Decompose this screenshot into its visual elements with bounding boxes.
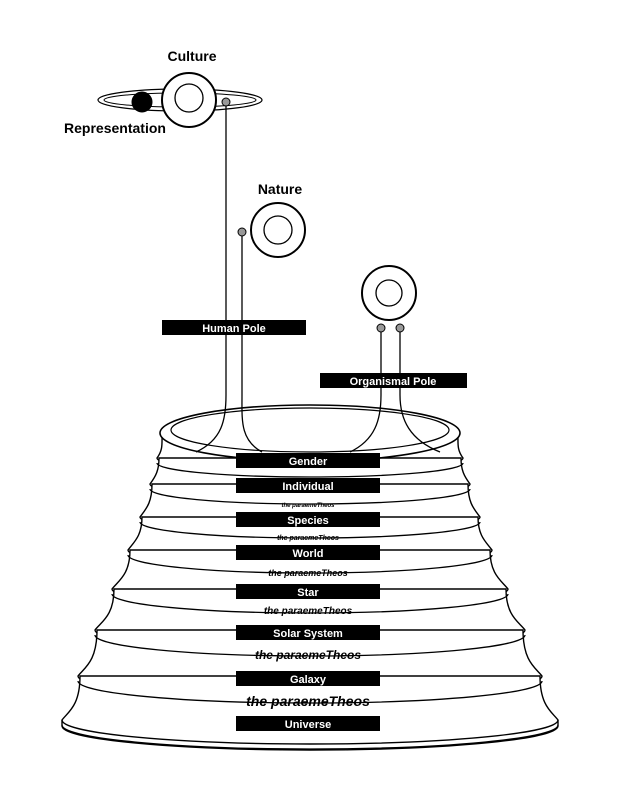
tier-label: Individual (282, 481, 333, 493)
pyramid-rim (111, 593, 509, 614)
tier-label: Gender (289, 456, 328, 468)
tier-label: Solar System (273, 628, 343, 640)
nature-label: Nature (258, 181, 303, 197)
organismal-node-right (395, 323, 405, 333)
pyramid-layers (61, 432, 559, 751)
pyramid-rim (77, 680, 543, 704)
paraemetheos-captions: the paraemeTheos the paraemeTheos the pa… (246, 503, 370, 709)
pyramid-rim (94, 634, 526, 657)
tier-individual: Individual (236, 478, 380, 493)
tier-species: Species (236, 512, 380, 527)
organismal-pole-label: Organismal Pole (350, 376, 437, 388)
nature-sphere (237, 202, 306, 258)
tier-label: Universe (285, 719, 331, 731)
tier-label: Galaxy (290, 674, 327, 686)
organismal-pole-band: Organismal Pole (320, 373, 467, 388)
nature-node (237, 227, 247, 237)
pyramid-rim (149, 488, 471, 505)
human-pole-band: Human Pole (162, 320, 306, 335)
representation-moon (131, 91, 153, 113)
tier-gender: Gender (236, 453, 380, 468)
organismal-sphere (361, 265, 417, 333)
paraemetheos-caption: the paraemeTheos (255, 648, 361, 662)
paraemetheos-caption: the paraemeTheos (268, 568, 348, 578)
culture-sphere (97, 72, 263, 128)
pyramid-layer (61, 675, 559, 745)
organismal-node-left (376, 323, 386, 333)
top-platform (159, 404, 461, 462)
pyramid-base (61, 720, 559, 751)
paraemetheos-caption: the paraemeTheos (277, 535, 339, 542)
tier-solar-system: Solar System (236, 625, 380, 640)
paraemetheos-caption: the paraemeTheos (281, 503, 335, 509)
paraemetheos-caption: the paraemeTheos (246, 693, 370, 709)
tier-label: Species (287, 515, 329, 527)
human-pole-label: Human Pole (202, 323, 266, 335)
representation-label: Representation (64, 120, 166, 136)
tier-star: Star (236, 584, 380, 599)
tier-bands: Gender Individual Species World Star Sol… (236, 453, 380, 731)
tier-galaxy: Galaxy (236, 671, 380, 686)
culture-node (221, 97, 231, 107)
pyramid-rim (127, 554, 493, 574)
culture-label: Culture (168, 48, 217, 64)
tier-universe: Universe (236, 716, 380, 731)
paraemetheos-caption: the paraemeTheos (264, 606, 353, 617)
stems (195, 104, 441, 453)
tier-world: World (236, 545, 380, 560)
tier-label: Star (297, 587, 319, 599)
tier-label: World (293, 548, 324, 560)
pyramid-rim (61, 724, 559, 750)
pyramid-rim (156, 462, 464, 478)
pyramid-rim (139, 521, 481, 539)
